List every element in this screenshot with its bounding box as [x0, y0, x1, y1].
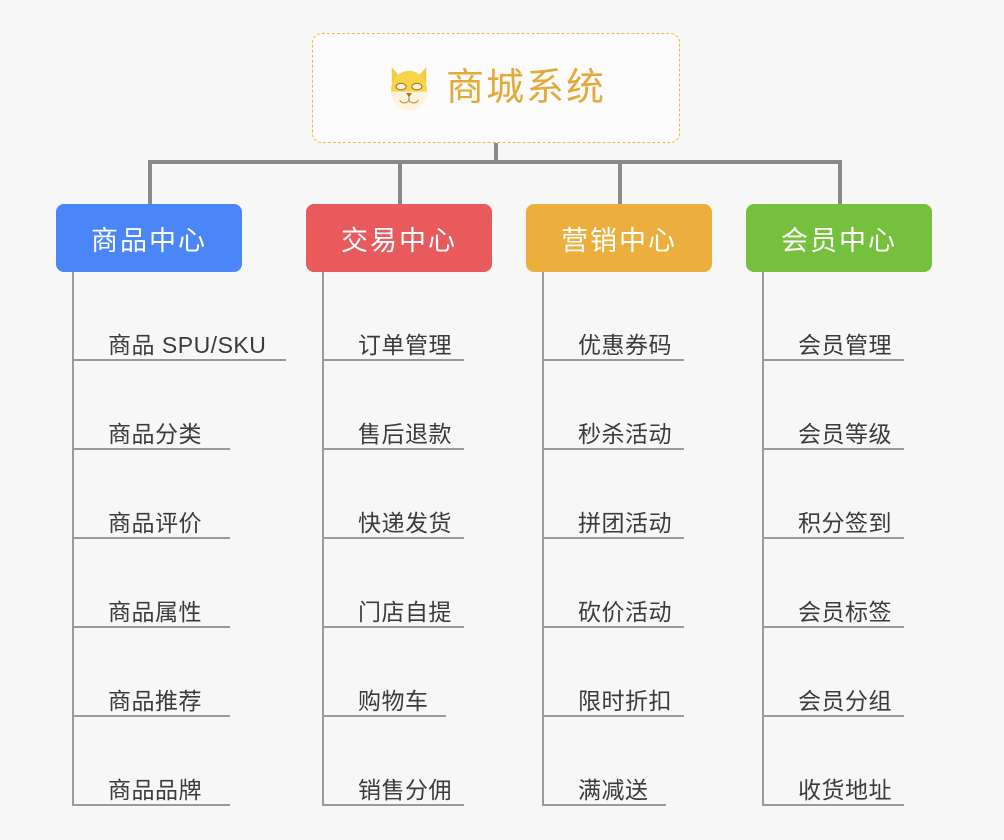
leaf-item[interactable]: 限时折扣 — [544, 628, 764, 717]
leaf-label: 销售分佣 — [358, 776, 452, 803]
leaf-label: 会员分组 — [798, 687, 892, 714]
category-label: 交易中心 — [341, 225, 457, 256]
leaf-item[interactable]: 商品 SPU/SKU — [74, 272, 294, 361]
leaf-label: 砍价活动 — [578, 598, 672, 625]
category-header-trade[interactable]: 交易中心 — [306, 204, 492, 272]
leaf-item[interactable]: 商品属性 — [74, 539, 294, 628]
leaf-item[interactable]: 订单管理 — [324, 272, 544, 361]
leaf-item[interactable]: 售后退款 — [324, 361, 544, 450]
leaf-label: 快递发货 — [358, 509, 452, 536]
leaf-label: 会员管理 — [798, 331, 892, 358]
category-column-product: 商品中心 商品 SPU/SKU 商品分类 商品评价 商品属性 商品推荐 商品品牌 — [56, 204, 294, 806]
leaf-label: 优惠券码 — [578, 331, 672, 358]
leaf-item[interactable]: 会员分组 — [764, 628, 984, 717]
leaf-label: 门店自提 — [358, 598, 452, 625]
leaf-label: 会员标签 — [798, 598, 892, 625]
category-column-member: 会员中心 会员管理 会员等级 积分签到 会员标签 会员分组 收货地址 — [746, 204, 984, 806]
leaf-item[interactable]: 会员标签 — [764, 539, 984, 628]
category-column-trade: 交易中心 订单管理 售后退款 快递发货 门店自提 购物车 销售分佣 — [306, 204, 544, 806]
leaf-item[interactable]: 商品评价 — [74, 450, 294, 539]
leaf-label: 收货地址 — [798, 776, 892, 803]
leaf-label: 售后退款 — [358, 420, 452, 447]
root-title: 商城系统 — [445, 67, 606, 109]
leaf-label: 商品评价 — [108, 509, 202, 536]
leaf-item[interactable]: 积分签到 — [764, 450, 984, 539]
leaf-item[interactable]: 快递发货 — [324, 450, 544, 539]
root-node-shop-system[interactable]: 商城系统 — [312, 33, 680, 143]
category-header-marketing[interactable]: 营销中心 — [526, 204, 712, 272]
leaf-item[interactable]: 销售分佣 — [324, 717, 544, 806]
leaf-label: 订单管理 — [358, 331, 452, 358]
leaf-label: 购物车 — [358, 687, 429, 714]
shiba-dog-face-icon — [391, 67, 427, 111]
leaf-list-marketing: 优惠券码 秒杀活动 拼团活动 砍价活动 限时折扣 满减送 — [542, 272, 764, 806]
leaf-item[interactable]: 门店自提 — [324, 539, 544, 628]
leaf-label: 商品分类 — [108, 420, 202, 447]
leaf-label: 限时折扣 — [578, 687, 672, 714]
category-label: 商品中心 — [91, 225, 207, 256]
category-label: 营销中心 — [561, 225, 677, 256]
leaf-item[interactable]: 商品品牌 — [74, 717, 294, 806]
category-column-marketing: 营销中心 优惠券码 秒杀活动 拼团活动 砍价活动 限时折扣 满减送 — [526, 204, 764, 806]
leaf-label: 商品 SPU/SKU — [108, 331, 267, 358]
connector-drop-1 — [148, 160, 152, 204]
leaf-item[interactable]: 会员管理 — [764, 272, 984, 361]
connector-drop-4 — [838, 160, 842, 204]
leaf-label: 商品属性 — [108, 598, 202, 625]
leaf-item[interactable]: 收货地址 — [764, 717, 984, 806]
leaf-item[interactable]: 砍价活动 — [544, 539, 764, 628]
connector-drop-3 — [618, 160, 622, 204]
leaf-item[interactable]: 商品推荐 — [74, 628, 294, 717]
connector-drop-2 — [398, 160, 402, 204]
leaf-list-member: 会员管理 会员等级 积分签到 会员标签 会员分组 收货地址 — [762, 272, 984, 806]
leaf-item[interactable]: 商品分类 — [74, 361, 294, 450]
leaf-item[interactable]: 拼团活动 — [544, 450, 764, 539]
leaf-item[interactable]: 会员等级 — [764, 361, 984, 450]
leaf-label: 商品推荐 — [108, 687, 202, 714]
leaf-label: 满减送 — [578, 776, 649, 803]
category-label: 会员中心 — [781, 225, 897, 256]
leaf-item[interactable]: 满减送 — [544, 717, 764, 806]
leaf-label: 积分签到 — [798, 509, 892, 536]
connector-root-stem — [494, 143, 498, 163]
leaf-item[interactable]: 优惠券码 — [544, 272, 764, 361]
category-header-product[interactable]: 商品中心 — [56, 204, 242, 272]
leaf-label: 商品品牌 — [108, 776, 202, 803]
leaf-list-trade: 订单管理 售后退款 快递发货 门店自提 购物车 销售分佣 — [322, 272, 544, 806]
leaf-label: 拼团活动 — [578, 509, 672, 536]
leaf-item[interactable]: 购物车 — [324, 628, 544, 717]
category-header-member[interactable]: 会员中心 — [746, 204, 932, 272]
leaf-label: 秒杀活动 — [578, 420, 672, 447]
leaf-item[interactable]: 秒杀活动 — [544, 361, 764, 450]
leaf-list-product: 商品 SPU/SKU 商品分类 商品评价 商品属性 商品推荐 商品品牌 — [72, 272, 294, 806]
leaf-label: 会员等级 — [798, 420, 892, 447]
connector-horizontal-bus — [148, 160, 842, 164]
